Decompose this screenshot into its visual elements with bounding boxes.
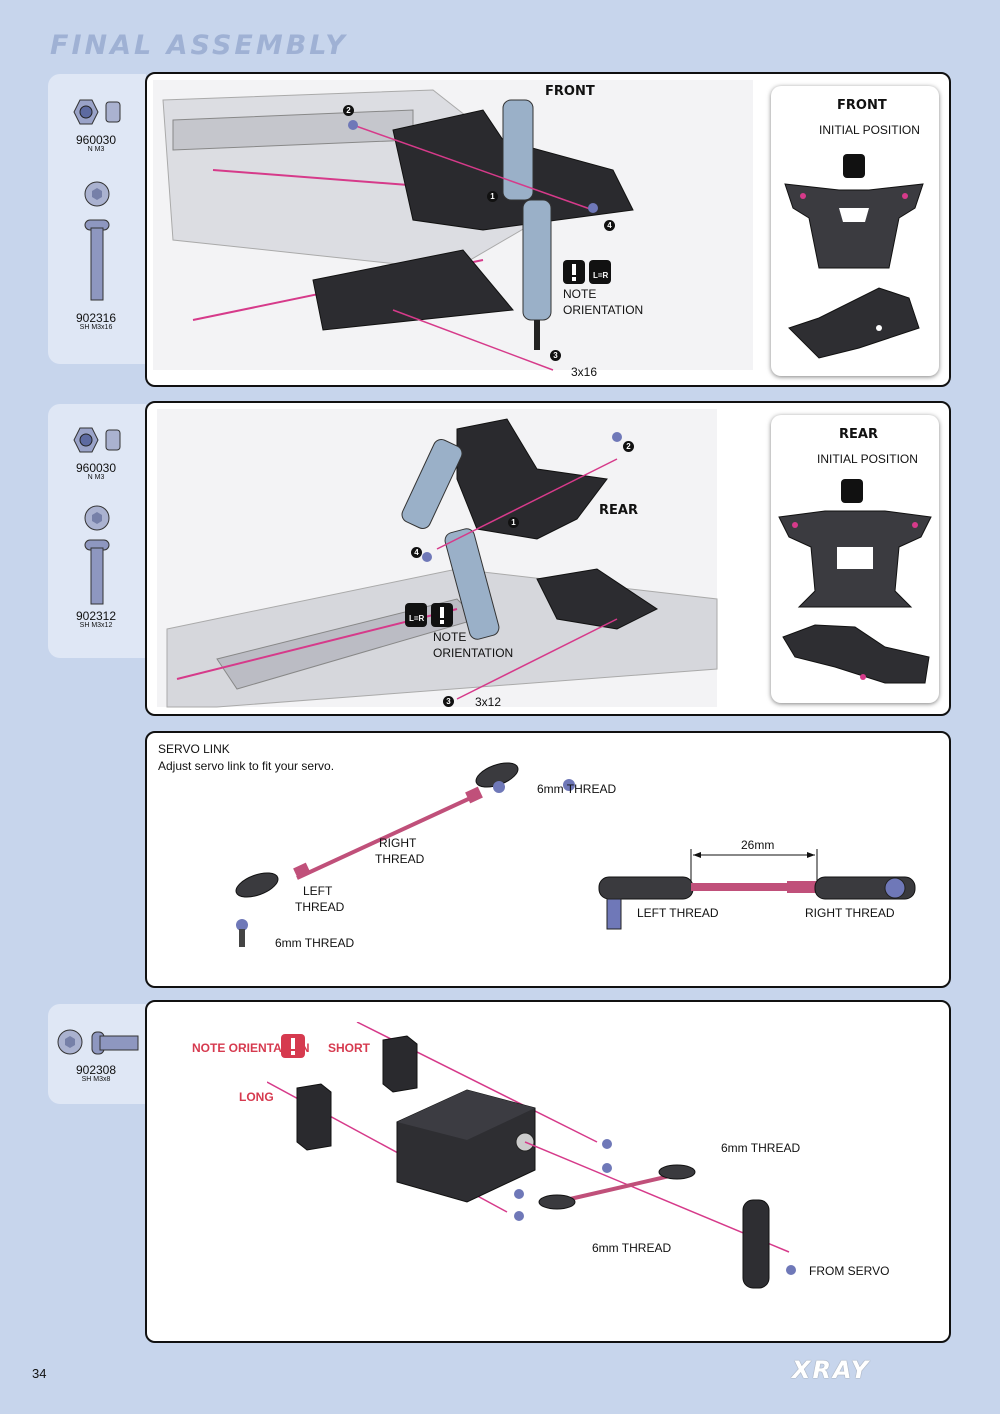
servo-mount-exploded-illustration <box>267 1022 796 1289</box>
step2-panel: REAR 2 1 4 3 3x12 L=R NOTE ORIENTATION R… <box>145 401 951 716</box>
callout-2: 2 <box>343 105 354 116</box>
part-sub: N M3 <box>87 474 105 481</box>
initial-position-caption: INITIAL POSITION <box>819 123 920 137</box>
part-sub: SH M3x16 <box>79 324 113 331</box>
rear-assembly-illustration <box>157 409 718 708</box>
servo-link-exploded-illustration <box>235 762 575 947</box>
callout-4: 4 <box>411 547 422 558</box>
front-header: FRONT <box>545 84 595 99</box>
step4-panel: NOTE ORIENTATION SHORT LONG 6mm THREAD 6… <box>145 1000 951 1343</box>
part-code: 960030 <box>75 461 117 475</box>
callout-1: 1 <box>508 517 519 528</box>
servo-link-title: SERVO LINK <box>158 742 230 756</box>
left-thread-label: LEFT THREAD <box>637 906 719 920</box>
parts-box-step1: 960030 N M3 902316 SH M3x16 <box>48 74 146 364</box>
note-label: NOTE <box>563 287 597 301</box>
servo-link-subtitle: Adjust servo link to fit your servo. <box>158 759 335 773</box>
page-number: 34 <box>32 1366 47 1381</box>
screw-icon <box>84 505 110 605</box>
callout-4: 4 <box>604 220 615 231</box>
warning-icon <box>563 260 611 284</box>
note-orientation-label: NOTE ORIENTATION <box>192 1041 310 1055</box>
note-label: NOTE <box>433 630 467 644</box>
left-thread-line1: LEFT <box>303 884 333 898</box>
lr-icon <box>841 479 863 503</box>
parts-box-step2: 960030 N M3 902312 SH M3x12 <box>48 404 146 658</box>
thread-label-bottom: 6mm THREAD <box>275 936 355 950</box>
screw-size: 3x16 <box>571 365 598 379</box>
nut-icon <box>73 99 121 125</box>
right-thread-line1: RIGHT <box>379 836 417 850</box>
part-sub: SH M3x12 <box>79 622 113 629</box>
right-thread-line2: THREAD <box>375 852 425 866</box>
long-label: LONG <box>239 1090 274 1104</box>
initial-position-caption: INITIAL POSITION <box>817 452 918 466</box>
orientation-label: ORIENTATION <box>433 646 514 660</box>
part-code: 960030 <box>75 133 117 147</box>
servo-link-assembled-illustration <box>598 849 916 930</box>
part-sub: N M3 <box>87 146 105 153</box>
part-code: 902312 <box>75 609 117 623</box>
left-thread-line2: THREAD <box>295 900 345 914</box>
short-label: SHORT <box>328 1041 370 1055</box>
sub-header: REAR <box>839 427 878 442</box>
right-thread-label: RIGHT THREAD <box>805 906 895 920</box>
step1-panel: FRONT 2 1 4 3 3x16 L=R NOTE ORIENTATION … <box>145 72 951 387</box>
callout-3: 3 <box>550 350 561 361</box>
thread-label-top: 6mm THREAD <box>721 1141 801 1155</box>
front-assembly-illustration <box>153 80 753 371</box>
from-servo-label: FROM SERVO <box>809 1264 890 1278</box>
nut-icon <box>73 427 121 453</box>
lr-badge: L=R <box>593 271 609 280</box>
orientation-label: ORIENTATION <box>563 303 644 317</box>
part-sub: SH M3x8 <box>81 1076 111 1083</box>
callout-3: 3 <box>443 696 454 707</box>
part-code: 902308 <box>75 1063 117 1077</box>
rear-initial-position-panel: REAR INITIAL POSITION <box>771 415 939 703</box>
parts-box-step4: 902308 SH M3x8 <box>48 1004 146 1104</box>
lr-icon <box>843 154 865 178</box>
lr-badge: L=R <box>409 614 425 623</box>
rear-header: REAR <box>599 503 638 518</box>
dimension-label: 26mm <box>741 838 775 852</box>
front-shock-tower-image <box>784 183 924 359</box>
sub-header: FRONT <box>837 98 887 113</box>
screw-icon <box>84 181 110 301</box>
thread-label-top: 6mm THREAD <box>537 782 617 796</box>
rear-shock-tower-image <box>778 510 932 684</box>
part-code: 902316 <box>75 311 117 325</box>
front-initial-position-panel: FRONT INITIAL POSITION <box>771 86 939 376</box>
callout-2: 2 <box>623 441 634 452</box>
page-title: FINAL ASSEMBLY <box>50 30 348 61</box>
brand-logo: XRAY <box>792 1356 871 1384</box>
warning-icon <box>281 1034 305 1058</box>
thread-label-bottom: 6mm THREAD <box>592 1241 672 1255</box>
screw-icon <box>57 1029 139 1055</box>
screw-size: 3x12 <box>475 695 502 709</box>
warning-icon <box>405 603 453 627</box>
step3-panel: SERVO LINK Adjust servo link to fit your… <box>145 731 951 988</box>
callout-1: 1 <box>487 191 498 202</box>
